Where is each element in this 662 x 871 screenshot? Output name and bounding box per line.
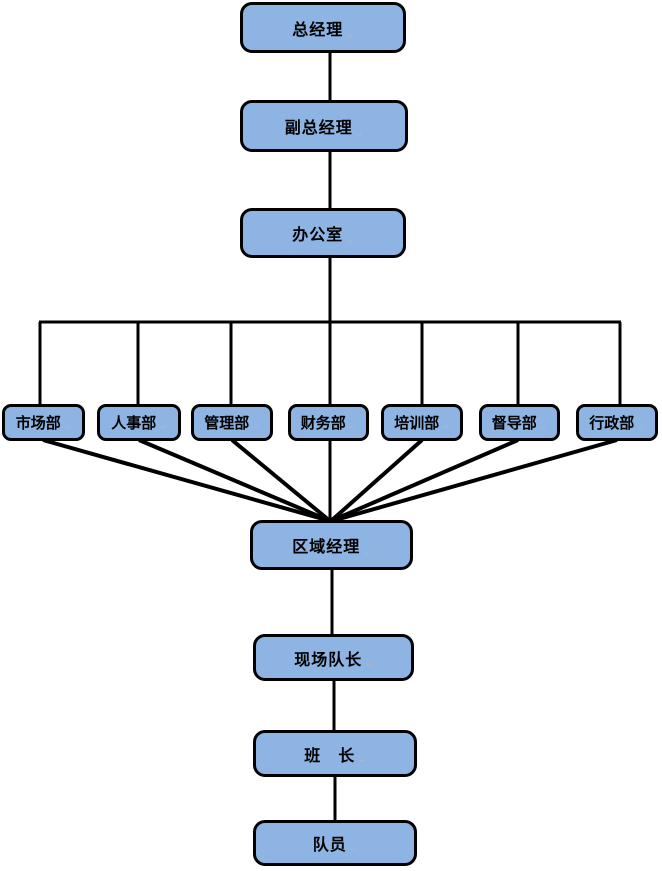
org-node-label-regional-manager: 区域经理 (292, 537, 361, 556)
org-node-marketing-dept: 市场部↵ (2, 404, 85, 441)
org-node-general-manager: 总经理↵ (240, 2, 406, 53)
org-node-label-hr-dept: 人事部 (111, 414, 157, 432)
connector-line (329, 438, 424, 523)
org-node-deputy-general-manager: 副总经理↵ (240, 100, 408, 152)
org-node-label-training-dept: 培训部 (394, 414, 440, 432)
connector-line (330, 438, 519, 523)
paragraph-mark-icon: ↵ (158, 422, 167, 433)
paragraph-mark-icon: ↵ (354, 130, 364, 141)
connector-line (138, 438, 331, 523)
org-node-label-management-dept: 管理部 (204, 414, 250, 432)
org-node-regional-manager: 区域经理↵ (250, 520, 413, 570)
org-node-hr-dept: 人事部↵ (97, 404, 181, 441)
org-node-site-captain: 现场队长↵ (253, 634, 414, 681)
org-node-training-dept: 培训部↵ (381, 404, 463, 441)
org-node-label-squad-leader: 班 长 (304, 745, 356, 765)
org-node-squad-leader: 班 长↵ (253, 730, 417, 777)
paragraph-mark-icon: ↵ (251, 422, 260, 433)
org-node-supervision-dept: 督导部↵ (479, 404, 560, 441)
org-node-management-dept: 管理部↵ (191, 404, 273, 441)
org-node-label-administration-dept: 行政部 (589, 414, 635, 432)
connector-line (42, 438, 331, 523)
connector-line (331, 438, 618, 523)
paragraph-mark-icon: ↵ (538, 422, 548, 433)
org-node-team-member: 队员↵ (253, 820, 417, 866)
connector-line (230, 438, 332, 523)
paragraph-mark-icon: ↵ (362, 548, 371, 559)
paragraph-mark-icon: ↵ (364, 659, 373, 670)
org-node-label-team-member: 队员 (312, 835, 347, 854)
org-node-label-site-captain: 现场队长 (294, 649, 363, 669)
paragraph-mark-icon: ↵ (345, 236, 354, 247)
org-node-office: 办公室↵ (240, 208, 406, 258)
paragraph-mark-icon: ↵ (345, 31, 354, 42)
paragraph-mark-icon: ↵ (62, 422, 72, 433)
org-node-label-supervision-dept: 督导部 (491, 414, 537, 432)
paragraph-mark-icon: ↵ (441, 422, 450, 433)
paragraph-mark-icon: ↵ (348, 844, 358, 855)
paragraph-mark-icon: ↵ (357, 755, 366, 766)
org-node-label-office: 办公室 (292, 225, 344, 244)
paragraph-mark-icon: ↵ (636, 422, 645, 433)
org-node-label-finance-dept: 财务部 (300, 414, 346, 432)
org-node-label-general-manager: 总经理 (292, 19, 344, 39)
paragraph-mark-icon: ↵ (347, 422, 357, 433)
org-node-finance-dept: 财务部↵ (288, 404, 369, 441)
org-node-label-marketing-dept: 市场部 (15, 414, 61, 432)
org-node-administration-dept: 行政部↵ (576, 404, 658, 441)
org-node-label-deputy-general-manager: 副总经理 (284, 118, 353, 137)
